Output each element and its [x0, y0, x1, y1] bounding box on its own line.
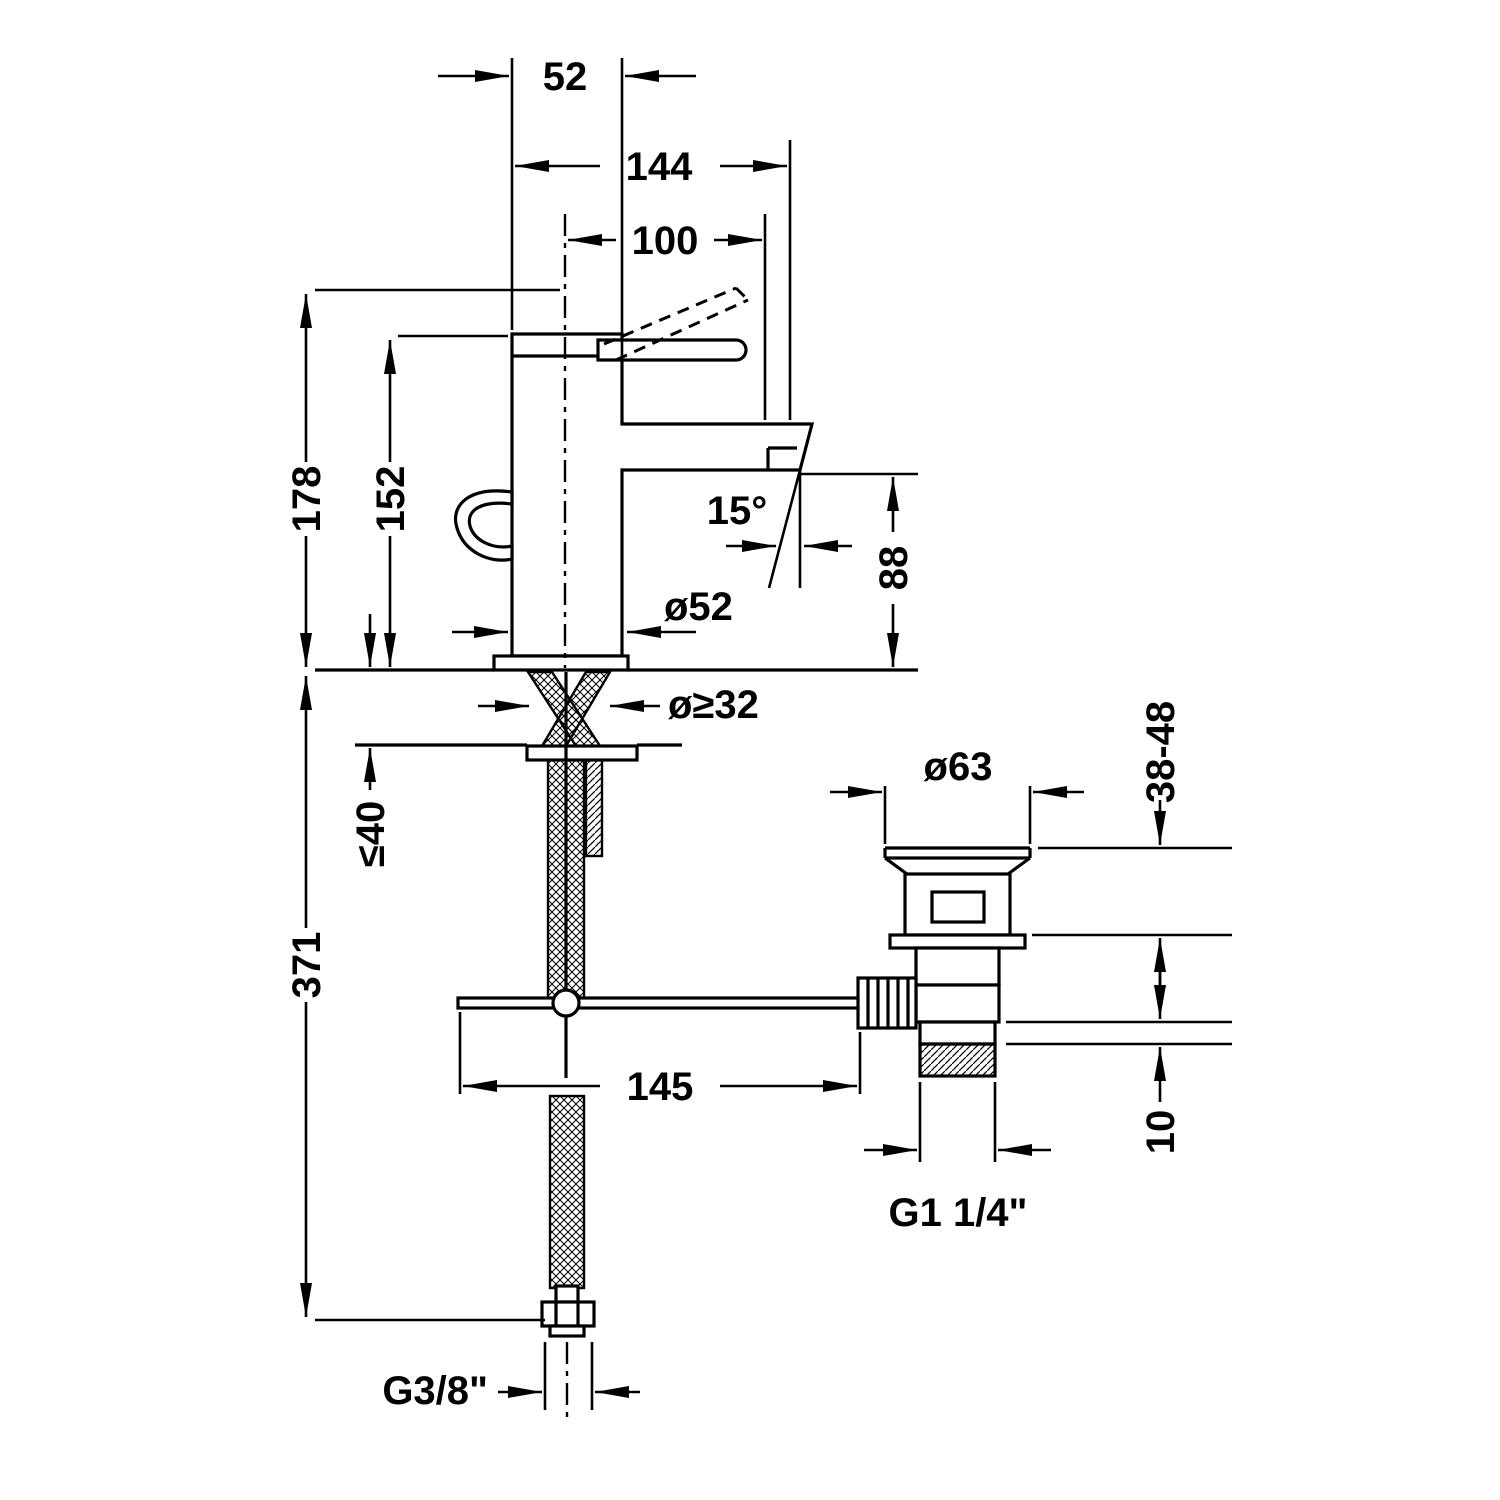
- dim-projection-total: 144: [515, 145, 787, 189]
- dim-label-dia32: ø≥32: [668, 683, 759, 727]
- hose-nut: [540, 1300, 596, 1328]
- faucet-outline: [454, 286, 815, 672]
- pull-rod-knob: [454, 489, 514, 562]
- dim-waste-adjustment: 38-48: [1139, 701, 1183, 990]
- dim-label-152: 152: [369, 466, 413, 533]
- dim-label-le40: ≤40: [349, 801, 393, 867]
- waste-upper-body: [903, 872, 1012, 937]
- horizontal-linkage-rod: [456, 996, 864, 1010]
- dim-waste-height: 10: [1139, 962, 1183, 1154]
- dim-label-178: 178: [285, 466, 329, 533]
- dim-label-g114: G1 1/4": [888, 1191, 1027, 1235]
- dim-label-dia52: ø52: [664, 585, 733, 629]
- dim-label-371: 371: [285, 932, 329, 999]
- dim-waste-flange: ø63: [830, 745, 1084, 798]
- dim-height-body: 152: [369, 340, 413, 667]
- mounting-washer: [525, 744, 639, 762]
- dim-spout-angle: 15°: [707, 469, 852, 589]
- dim-label-dia63: ø63: [924, 745, 993, 789]
- threaded-stud: [584, 758, 604, 858]
- dim-label-52: 52: [543, 55, 588, 99]
- dim-spout-clearance: 88: [872, 477, 916, 667]
- dim-deck-thickness: ≤40: [349, 614, 393, 867]
- dim-spout-reach: 100: [568, 219, 762, 263]
- waste-lower-body: [914, 946, 1001, 987]
- waste-outlet-thread: [918, 1042, 997, 1078]
- knurled-nut-ridges: [866, 978, 910, 1028]
- dim-supply-thread: G3/8": [382, 1369, 640, 1413]
- dim-waste-thread: G1 1/4": [864, 1144, 1051, 1235]
- dim-body-diameter: ø52: [452, 585, 733, 638]
- dim-rod-length: 145: [463, 1065, 857, 1109]
- dim-label-144: 144: [626, 145, 693, 189]
- pop-up-waste-assembly: [856, 846, 1032, 1078]
- base-plate: [492, 654, 630, 672]
- dim-height-overall: 178: [285, 294, 329, 667]
- lever-handle: [596, 338, 748, 362]
- dim-label-145: 145: [627, 1065, 694, 1109]
- dim-label-3848: 38-48: [1139, 701, 1183, 803]
- dim-label-g38: G3/8": [382, 1369, 488, 1413]
- hose-fitting: [554, 1284, 580, 1304]
- dim-top-width: 52: [438, 55, 696, 99]
- ball-joint: [551, 988, 581, 1018]
- dim-label-10: 10: [1139, 1110, 1183, 1155]
- waste-seat-flange: [888, 933, 1027, 950]
- hose-nut-collar: [548, 1324, 586, 1338]
- dim-mounting-hole: ø≥32: [478, 683, 759, 727]
- supply-hoses-and-hardware: [456, 670, 864, 1420]
- lever-raised-dashed: [603, 286, 750, 362]
- extension-lines: [315, 58, 1232, 1410]
- dim-label-100: 100: [632, 219, 699, 263]
- waste-branch: [914, 983, 1001, 1024]
- dim-label-88: 88: [872, 546, 916, 591]
- waste-window: [930, 890, 986, 924]
- dimension-annotations: 52 144 100 178 152: [285, 55, 1232, 1413]
- dim-supply-hose-length: 371: [285, 676, 329, 1317]
- dim-label-15deg: 15°: [707, 489, 768, 533]
- supply-hose-bottom: [548, 1094, 586, 1290]
- mounting-deck: [315, 668, 918, 747]
- waste-outlet-collar: [918, 1020, 997, 1046]
